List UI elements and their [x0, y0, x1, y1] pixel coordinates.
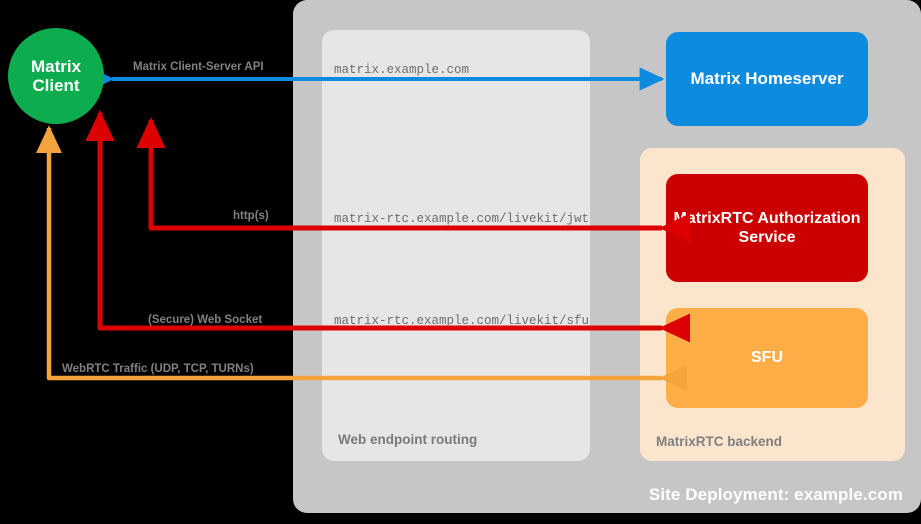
endpoint-url-livekit-jwt: matrix-rtc.example.com/livekit/jwt: [334, 212, 590, 226]
node-matrixrtc-authorization-service[interactable]: MatrixRTC Authorization Service: [666, 174, 868, 282]
arrow-label-webrtc-traffic: WebRTC Traffic (UDP, TCP, TURNs): [62, 363, 254, 375]
arrow-label-https: http(s): [233, 210, 269, 222]
web-endpoint-routing-label: Web endpoint routing: [338, 432, 478, 447]
arrow-label-matrix-client-server-api: Matrix Client-Server API: [133, 61, 264, 73]
matrixrtc-backend-label: MatrixRTC backend: [656, 434, 783, 449]
endpoint-url-matrix: matrix.example.com: [334, 63, 470, 77]
endpoint-url-livekit-sfu: matrix-rtc.example.com/livekit/sfu: [334, 314, 590, 328]
node-matrix-homeserver[interactable]: Matrix Homeserver: [666, 32, 868, 126]
node-sfu-label: SFU: [751, 349, 783, 367]
node-matrix-client[interactable]: Matrix Client: [8, 28, 104, 124]
site-deployment-label: Site Deployment: example.com: [648, 485, 903, 504]
node-matrix-client-line1: Matrix: [30, 56, 82, 76]
node-matrix-homeserver-label: Matrix Homeserver: [690, 68, 844, 88]
arrow-label-secure-web-socket: (Secure) Web Socket: [148, 314, 263, 326]
node-sfu[interactable]: SFU: [666, 308, 868, 408]
node-matrix-client-line2: Client: [32, 76, 80, 95]
arrow-webrtc-traffic: [35, 125, 688, 392]
node-matrixrtc-authorization-service-label: MatrixRTC Authorization Service: [673, 209, 861, 246]
